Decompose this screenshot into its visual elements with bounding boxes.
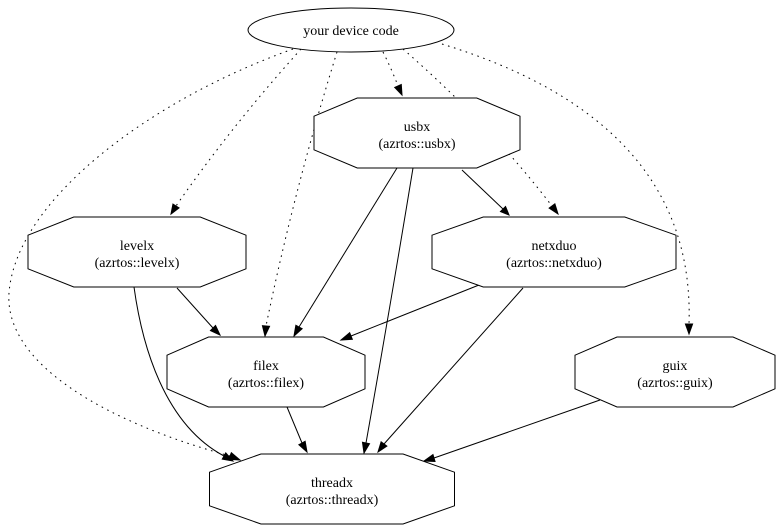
arrowhead-icon [499, 205, 510, 216]
edge-line [133, 286, 225, 457]
edge-line [175, 48, 302, 207]
edge-device-code-to-guix [441, 43, 694, 336]
node-usbx: usbx(azrtos::usbx) [313, 97, 521, 169]
edge-line [433, 399, 601, 459]
arrowhead-icon [361, 441, 371, 455]
edge-line [350, 284, 480, 337]
threadx-label: threadx [311, 476, 353, 491]
edge-device-code-to-levelx [170, 48, 302, 216]
guix-octagon [574, 336, 776, 408]
arrowhead-icon [548, 203, 559, 216]
netxduo-octagon [431, 216, 677, 288]
edge-line [298, 167, 398, 328]
edge-device-code-to-threadx [8, 48, 294, 461]
arrowhead-icon [227, 451, 242, 461]
node-device-code: your device code [247, 7, 455, 53]
edge-netxduo-to-filex [339, 284, 480, 341]
arrowhead-icon [684, 323, 694, 336]
node-levelx: levelx(azrtos::levelx) [27, 216, 247, 288]
guix-label: guix [663, 359, 688, 374]
edge-netxduo-to-threadx [377, 287, 524, 454]
device-code-label: your device code [303, 24, 399, 39]
edge-line [286, 406, 303, 444]
edge-line [365, 167, 414, 444]
edge-usbx-to-filex [293, 167, 398, 338]
node-netxduo: netxduo(azrtos::netxduo) [431, 216, 677, 288]
filex-label: filex [253, 359, 279, 374]
node-guix: guix(azrtos::guix) [574, 336, 776, 408]
edge-line [383, 287, 524, 445]
edge-filex-to-threadx [286, 406, 308, 454]
arrowhead-icon [297, 440, 308, 454]
arrowhead-icon [422, 453, 436, 462]
edge-line [176, 287, 214, 329]
edge-device-code-to-usbx [382, 51, 403, 97]
edge-guix-to-threadx [422, 399, 601, 462]
usbx-label: usbx [404, 120, 430, 135]
edge-line [461, 169, 504, 210]
arrowhead-icon [393, 83, 403, 97]
edge-line [265, 51, 338, 327]
edge-usbx-to-netxduo [461, 169, 510, 216]
arrowhead-icon [221, 451, 235, 462]
netxduo-sublabel: (azrtos::netxduo) [506, 256, 602, 271]
edge-device-code-to-filex [261, 51, 338, 338]
levelx-sublabel: (azrtos::levelx) [95, 256, 180, 271]
arrowhead-icon [261, 325, 271, 338]
arrowhead-icon [339, 331, 354, 341]
edge-usbx-to-threadx [361, 167, 414, 455]
usbx-octagon [313, 97, 521, 169]
filex-octagon [166, 336, 366, 408]
filex-sublabel: (azrtos::filex) [228, 376, 305, 391]
arrowhead-icon [170, 203, 180, 216]
netxduo-label: netxduo [531, 239, 576, 254]
arrowhead-icon [377, 441, 388, 454]
levelx-octagon [27, 216, 247, 288]
edge-line [382, 51, 399, 87]
edge-levelx-to-filex [176, 287, 222, 337]
threadx-octagon [209, 453, 455, 525]
arrowhead-icon [209, 324, 222, 337]
levelx-label: levelx [120, 239, 154, 254]
edge-levelx-to-threadx [133, 286, 235, 462]
usbx-sublabel: (azrtos::usbx) [379, 137, 456, 152]
node-filex: filex(azrtos::filex) [166, 336, 366, 408]
device-code-ellipse [247, 7, 455, 53]
guix-sublabel: (azrtos::guix) [637, 376, 713, 391]
arrowhead-icon [293, 324, 304, 338]
node-threadx: threadx(azrtos::threadx) [209, 453, 455, 525]
threadx-sublabel: (azrtos::threadx) [286, 493, 379, 508]
